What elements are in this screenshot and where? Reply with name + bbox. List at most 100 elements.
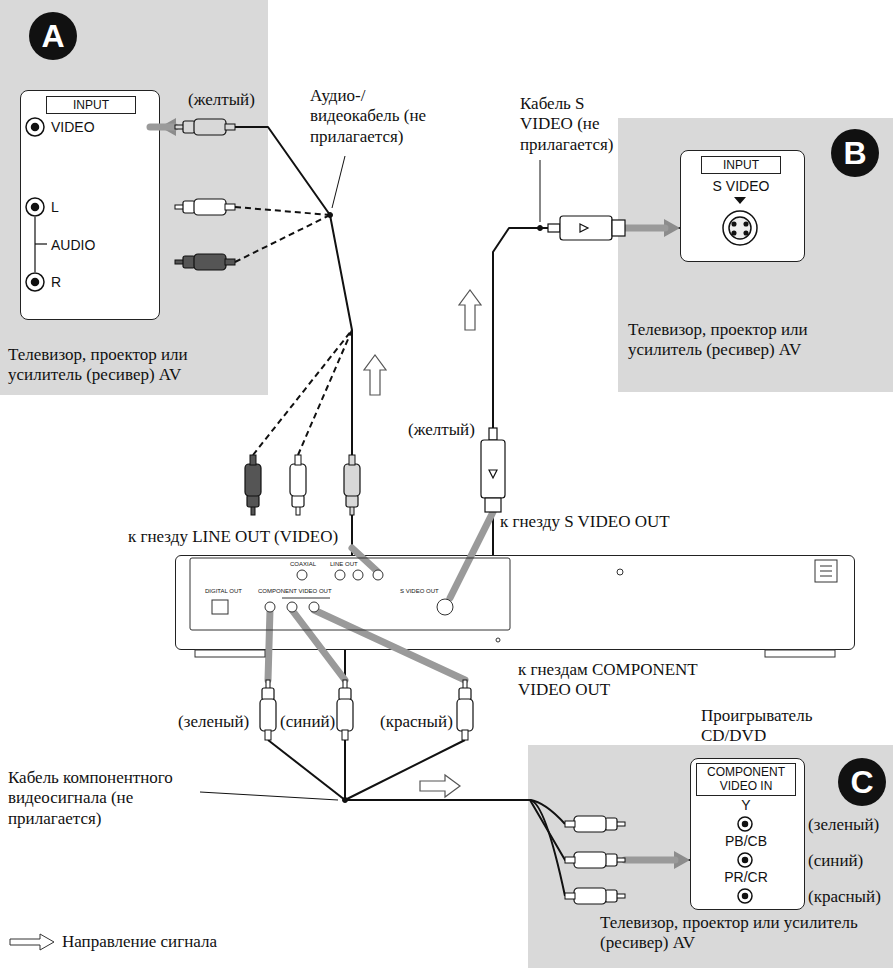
- cable: [345, 650, 690, 860]
- callout-text: (синий): [808, 851, 863, 871]
- legend-sample: [10, 934, 54, 950]
- jack: [26, 273, 44, 291]
- jack: [32, 279, 39, 286]
- leader-line: [328, 213, 333, 218]
- legend-sample: [10, 934, 54, 950]
- player-rear-panel: [617, 569, 623, 575]
- device-panel: INPUTS VIDEOBТелевизор, проектор или уси…: [618, 118, 893, 392]
- player-box: Проигрыватель CD/DVD: [175, 555, 855, 650]
- rca-plug: [565, 888, 625, 904]
- rca-plug: [337, 680, 353, 740]
- jack-label: COMPONENT VIDEO OUT: [258, 588, 332, 595]
- player-rear-panel: [437, 599, 453, 615]
- cable-wire: [235, 207, 565, 896]
- callout-text: к гнездам COMPONENT VIDEO OUT: [518, 660, 718, 701]
- player-rear-panel: [212, 600, 228, 614]
- panel-letter: A: [29, 12, 77, 60]
- node-text: R: [51, 274, 61, 291]
- jack: [26, 118, 44, 136]
- audio-bracket: [35, 243, 47, 244]
- cable: [493, 228, 680, 555]
- node-text: L: [51, 199, 59, 216]
- rca-plug: [260, 680, 276, 740]
- rca-plug: [245, 455, 261, 515]
- signal-arrow: [459, 290, 481, 330]
- jack: [732, 231, 736, 235]
- rca-plug: [175, 199, 235, 215]
- jack: [743, 858, 748, 863]
- rca-plug: [565, 852, 625, 868]
- cable-wire: [235, 207, 330, 215]
- node-text: Телевизор, проектор или усилитель (ресив…: [628, 320, 883, 361]
- rca-plug: [175, 119, 625, 904]
- cable-wire: [268, 740, 345, 800]
- jack: [738, 853, 752, 867]
- panel-letter: C: [838, 758, 886, 806]
- gray-stem: [314, 610, 465, 680]
- cable-label: Кабель S VIDEO (не прилагается): [520, 94, 638, 155]
- cable: [160, 127, 352, 555]
- s-video-plug: [560, 216, 612, 240]
- callout-text: (синий): [280, 712, 335, 732]
- jack: [743, 822, 748, 827]
- device-panel: INPUT VIDEO L AUDIO R A Телевизор, проектор ил…: [0, 0, 268, 395]
- player-rear-panel: [282, 598, 330, 599]
- s-video-plug: [481, 440, 505, 498]
- cable-label: Кабель компонентного видеосигнала (не пр…: [8, 768, 208, 829]
- signal-arrow: [420, 775, 460, 797]
- node-text: S VIDEO: [681, 178, 801, 195]
- rca-plug: [290, 455, 306, 515]
- player-rear-panel: [190, 558, 837, 657]
- callout-text: (красный): [808, 887, 881, 907]
- node-text: Телевизор, проектор или усилитель (ресив…: [8, 345, 263, 386]
- cable-wire: [530, 800, 565, 896]
- s-video-plug: [481, 216, 625, 512]
- audio-bracket: [35, 217, 47, 272]
- panel-header: INPUT: [46, 96, 136, 114]
- rca-plug: [344, 455, 360, 515]
- jack: [729, 217, 751, 239]
- node-text: VIDEO: [51, 119, 95, 136]
- cable-wire: [253, 330, 352, 455]
- gray-stem: [625, 225, 665, 232]
- s-video-plug: [548, 224, 560, 232]
- jack: [744, 222, 748, 226]
- node-text: AUDIO: [51, 237, 95, 254]
- jack: [732, 222, 736, 226]
- signal-arrow: [364, 355, 386, 395]
- cable-wire: [345, 740, 465, 800]
- input-panel: COMPONENT VIDEO INYPB/CBPR/CR: [690, 758, 805, 910]
- callout-text: к гнезду LINE OUT (VIDEO): [128, 527, 338, 547]
- s-video-plug: [612, 220, 625, 236]
- player-rear-panel: [287, 602, 297, 612]
- jack: [743, 894, 748, 899]
- leader-line: [332, 156, 345, 208]
- player-rear-panel: [335, 570, 345, 580]
- rca-plug: [175, 119, 235, 135]
- rca-plug: [565, 816, 625, 832]
- pointer-triangle: [734, 197, 746, 204]
- callout-text: (зеленый): [808, 815, 879, 835]
- player-rear-panel: [265, 602, 275, 612]
- node-text: Y: [691, 797, 801, 814]
- panel-header: COMPONENT VIDEO IN: [696, 763, 796, 796]
- callout-text: (зеленый): [178, 712, 249, 732]
- panel-letter: B: [831, 129, 879, 177]
- gray-stem: [150, 127, 675, 860]
- node-text: Телевизор, проектор или усилитель (ресив…: [600, 913, 870, 954]
- player-rear-panel: [195, 650, 265, 657]
- player-rear-panel: [765, 650, 835, 657]
- player-rear-panel: [297, 570, 307, 580]
- player-rear-panel: [820, 566, 832, 576]
- jack-label: LINE OUT: [330, 561, 358, 568]
- player-rear-panel: [496, 638, 500, 642]
- s-video-plug: [489, 470, 497, 478]
- signal-arrow: [364, 290, 481, 797]
- callout-text: к гнезду S VIDEO OUT: [500, 512, 670, 532]
- jack: [738, 817, 752, 831]
- player-rear-panel: [353, 570, 363, 580]
